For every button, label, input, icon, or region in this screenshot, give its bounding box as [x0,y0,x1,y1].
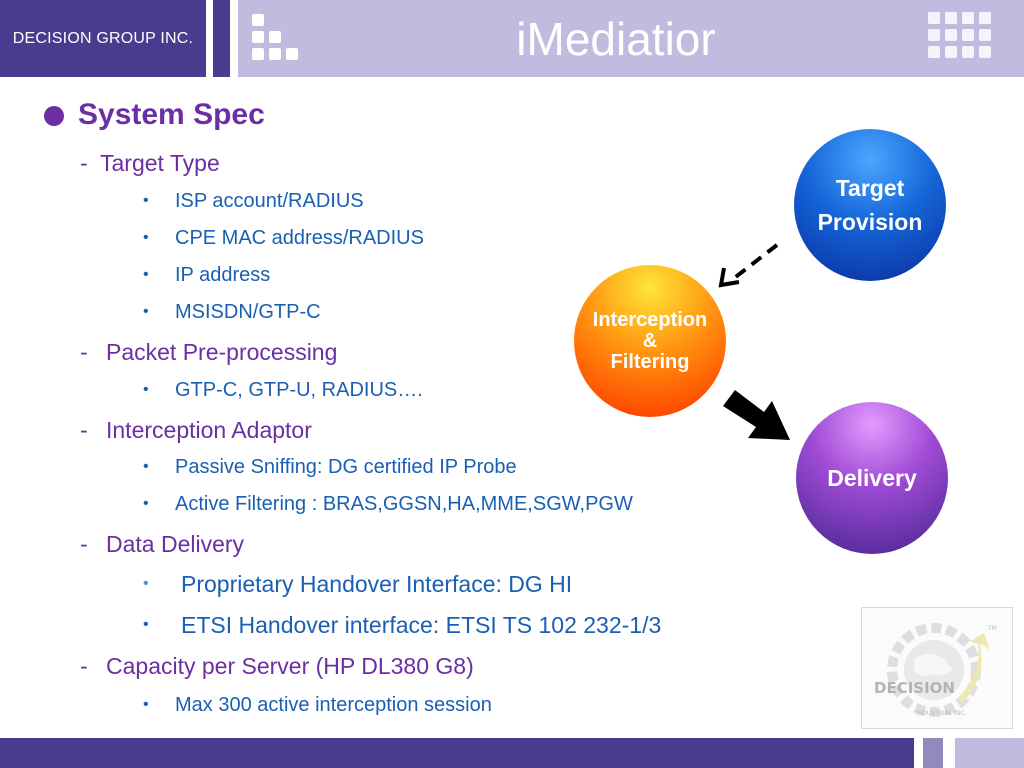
header-accent-strip [213,0,230,77]
footer-bar [0,738,914,768]
list-item: MSISDN/GTP-C [175,301,321,323]
list-item: Proprietary Handover Interface: DG HI [181,571,573,597]
bullet-icon: • [143,266,149,283]
bullet-icon: • [143,495,149,512]
subsection-data-delivery: -Data Delivery [80,531,245,557]
svg-text:TM: TM [987,625,997,632]
list-item: Passive Sniffing: DG certified IP Probe [175,456,517,478]
footer-light-bar [955,738,1024,768]
delivery-circle: Delivery [796,402,948,554]
dashed-arrow-icon [718,243,779,288]
company-name: DECISION GROUP INC. [0,0,206,77]
list-item: ETSI Handover interface: ETSI TS 102 232… [181,612,662,638]
list-item: ISP account/RADIUS [175,190,364,212]
bullet-icon: • [143,696,149,713]
list-item: CPE MAC address/RADIUS [175,227,424,249]
bullet-icon: • [143,381,149,398]
list-item: Active Filtering : BRAS,GGSN,HA,MME,SGW,… [175,493,633,515]
bullet-icon: • [143,303,149,320]
header-title-bar [238,0,1024,77]
bullet-icon: • [143,575,149,592]
company-logo: DECISION INDUSTRIAL INC. TM [861,607,1013,729]
slide-title: iMediatior [516,12,716,65]
bullet-icon: • [143,616,149,633]
grid-decoration-icon [252,14,304,64]
list-item: GTP-C, GTP-U, RADIUS…. [175,379,423,401]
svg-text:DECISION: DECISION [874,679,955,697]
subsection-target-type: -Target Type [80,150,220,176]
list-item: IP address [175,264,271,286]
solid-arrow-icon [723,390,790,440]
list-item: Max 300 active interception session [175,694,492,716]
grid-decoration-icon [928,12,1000,66]
section-heading: System Spec [78,98,265,131]
heading-bullet-icon [44,106,64,126]
bullet-icon: • [143,192,149,209]
footer-accent-strip [923,738,943,768]
bullet-icon: • [143,229,149,246]
bullet-icon: • [143,458,149,475]
subsection-packet-preprocessing: -Packet Pre-processing [80,339,338,365]
svg-text:INDUSTRIAL INC.: INDUSTRIAL INC. [916,710,966,717]
subsection-capacity: -Capacity per Server (HP DL380 G8) [80,653,474,679]
subsection-interception-adaptor: -Interception Adaptor [80,417,312,443]
interception-filtering-circle: Interception&Filtering [574,265,726,417]
